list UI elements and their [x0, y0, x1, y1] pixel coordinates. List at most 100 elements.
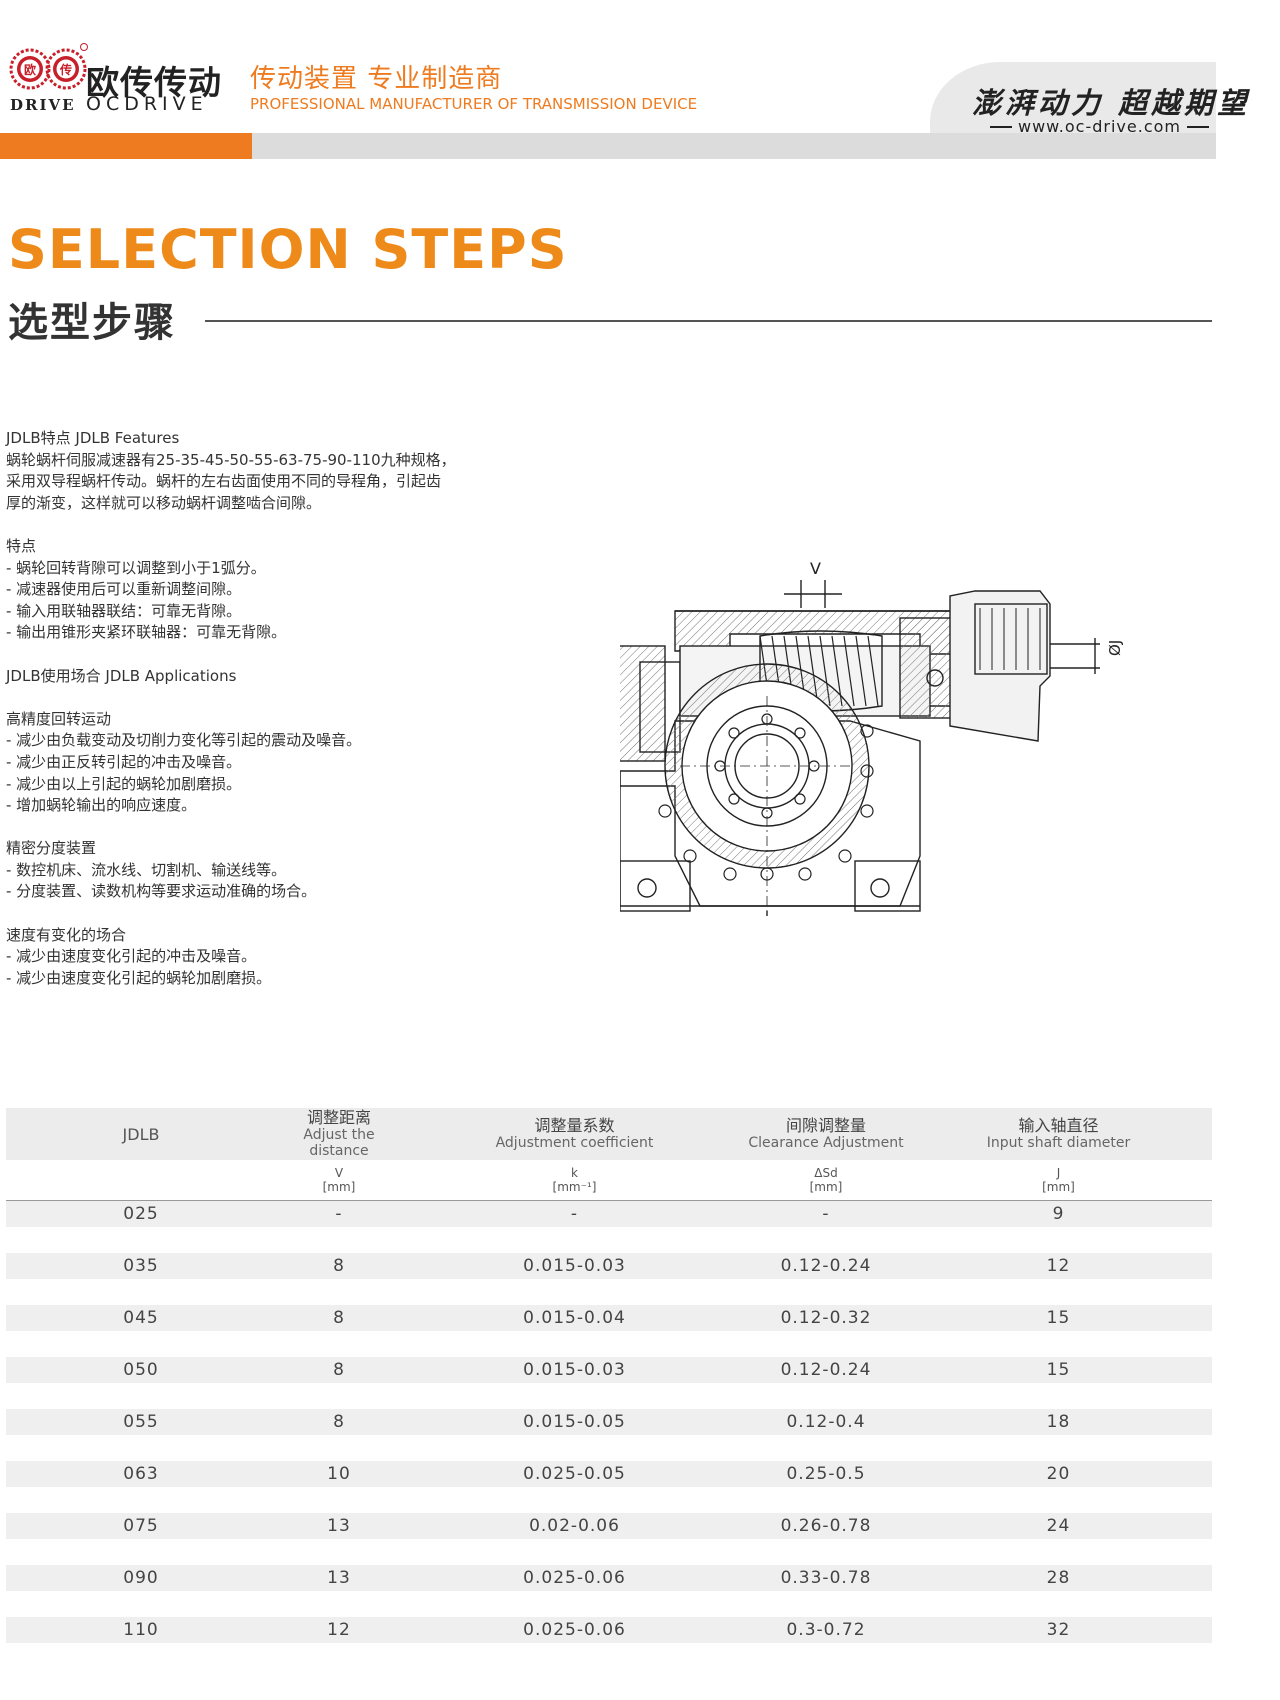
table-row: 025---9	[6, 1201, 1212, 1253]
table-cell-model: 035	[123, 1256, 159, 1276]
unit-symbol: k	[571, 1166, 578, 1180]
header-col-k: 调整量系数 Adjustment coefficient	[402, 1116, 747, 1152]
table-cell-sd: 0.33-0.78	[780, 1568, 872, 1588]
app1-heading: 高精度回转运动	[6, 709, 112, 728]
points-heading: 特点	[6, 536, 37, 555]
table-cell-k: 0.015-0.05	[523, 1412, 626, 1432]
app3-item: - 减少由速度变化引起的冲击及噪音。	[6, 947, 257, 966]
header-col-j: 输入轴直径 Input shaft diameter	[905, 1116, 1212, 1152]
table-cell-j: 15	[1046, 1360, 1071, 1380]
page-title-en: SELECTION STEPS	[8, 218, 568, 281]
website-row: www.oc-drive.com	[990, 117, 1209, 136]
features-body-line: 采用双导程蜗杆传动。蜗杆的左右齿面使用不同的导程角，引起齿	[6, 472, 442, 491]
point-item: - 输出用锥形夹紧环联轴器：可靠无背隙。	[6, 623, 287, 642]
table-cell-sd: 0.12-0.24	[780, 1360, 872, 1380]
table-cell-v: -	[335, 1204, 343, 1224]
app2-heading: 精密分度装置	[6, 839, 97, 858]
header-col-v: 调整距离 Adjust the distance	[276, 1108, 402, 1160]
header-en: Adjust the distance	[303, 1127, 375, 1159]
label-v: V	[810, 559, 821, 578]
app3-heading: 速度有变化的场合	[6, 925, 127, 944]
table-cell-k: 0.015-0.03	[523, 1360, 626, 1380]
table-cell-v: 10	[327, 1464, 351, 1484]
logo-char-left: 欧	[24, 62, 36, 77]
table-cell-j: 18	[1046, 1412, 1071, 1432]
table-cell-sd: 0.26-0.78	[780, 1516, 872, 1536]
table-row-band: 025---9	[6, 1201, 1212, 1227]
website-link[interactable]: www.oc-drive.com	[1018, 117, 1181, 136]
brand-name-en: OCDRIVE	[86, 93, 208, 115]
company-logo-icon: 欧 传	[9, 43, 88, 90]
table-cell-j: 9	[1052, 1204, 1065, 1224]
applications-heading: JDLB使用场合 JDLB Applications	[6, 666, 237, 685]
table-header-row: JDLB 调整距离 Adjust the distance 调整量系数 Adju…	[6, 1108, 1212, 1160]
app1-item: - 减少由以上引起的蜗轮加剧磨损。	[6, 774, 242, 793]
table-cell-v: 12	[327, 1620, 351, 1640]
app1-item: - 增加蜗轮输出的响应速度。	[6, 796, 197, 815]
header-model: JDLB	[122, 1124, 160, 1144]
brand-drive: DRIVE	[10, 96, 76, 114]
table-cell-model: 110	[123, 1620, 159, 1640]
table-cell-v: 8	[333, 1308, 345, 1328]
table-cell-v: 8	[333, 1256, 345, 1276]
unit-dimension: [mm]	[1042, 1180, 1075, 1194]
logo-char-right: 传	[59, 62, 72, 77]
specification-table: JDLB 调整距离 Adjust the distance 调整量系数 Adju…	[6, 1108, 1212, 1669]
unit-dimension: [mm]	[322, 1180, 356, 1194]
table-cell-sd: 0.12-0.24	[780, 1256, 872, 1276]
table-cell-model: 055	[123, 1412, 159, 1432]
table-cell-k: 0.015-0.03	[523, 1256, 626, 1276]
app3-item: - 减少由速度变化引起的蜗轮加剧磨损。	[6, 968, 272, 987]
unit-dimension: [mm⁻¹]	[552, 1180, 597, 1194]
header-cn: 调整量系数	[534, 1116, 615, 1135]
header-en: Adjustment coefficient	[495, 1135, 654, 1151]
header-orange-band	[0, 133, 252, 159]
table-cell-k: 0.02-0.06	[529, 1516, 620, 1536]
app2-item: - 数控机床、流水线、切割机、输送线等。	[6, 860, 287, 879]
table-cell-j: 15	[1046, 1308, 1071, 1328]
unit-dimension: [mm]	[809, 1180, 843, 1194]
unit-v: V [mm]	[276, 1166, 402, 1194]
unit-k: k [mm⁻¹]	[402, 1166, 747, 1194]
table-cell-model: 075	[123, 1516, 159, 1536]
table-cell-j: 20	[1046, 1464, 1071, 1484]
features-body-line: 蜗轮蜗杆伺服减速器有25-35-45-50-55-63-75-90-110九种规…	[6, 450, 456, 469]
header-cn: 调整距离	[306, 1108, 371, 1127]
table-cell-k: 0.025-0.06	[523, 1568, 626, 1588]
unit-sd: ΔSd [mm]	[747, 1166, 905, 1194]
table-cell-model: 063	[123, 1464, 159, 1484]
features-body-line: 厚的渐变，这样就可以移动蜗杆调整啮合间隙。	[6, 493, 322, 512]
table-cell-v: 13	[327, 1516, 351, 1536]
point-item: - 蜗轮回转背隙可以调整到小于1弧分。	[6, 558, 266, 577]
table-cell-model: 045	[123, 1308, 159, 1328]
header-cn: 输入轴直径	[1018, 1116, 1099, 1135]
table-cell-j: 28	[1046, 1568, 1071, 1588]
dash-left	[990, 125, 1012, 128]
app1-item: - 减少由负载变动及切削力变化等引起的震动及噪音。	[6, 731, 362, 750]
table-cell-sd: 0.12-0.32	[780, 1308, 872, 1328]
point-item: - 输入用联轴器联结：可靠无背隙。	[6, 601, 242, 620]
unit-symbol: J	[1056, 1166, 1061, 1180]
table-cell-sd: -	[822, 1204, 830, 1224]
header-cn: 间隙调整量	[785, 1116, 866, 1135]
features-heading: JDLB特点 JDLB Features	[6, 429, 180, 447]
table-cell-k: 0.025-0.06	[523, 1620, 626, 1640]
table-cell-sd: 0.25-0.5	[786, 1464, 866, 1484]
unit-symbol: V	[334, 1166, 344, 1180]
table-cell-v: 13	[327, 1568, 351, 1588]
point-item: - 减速器使用后可以重新调整间隙。	[6, 580, 242, 599]
brand-name-cn: 欧传传动	[86, 63, 222, 102]
features-text: JDLB特点 JDLB Features 蜗轮蜗杆伺服减速器有25-35-45-…	[6, 428, 526, 989]
